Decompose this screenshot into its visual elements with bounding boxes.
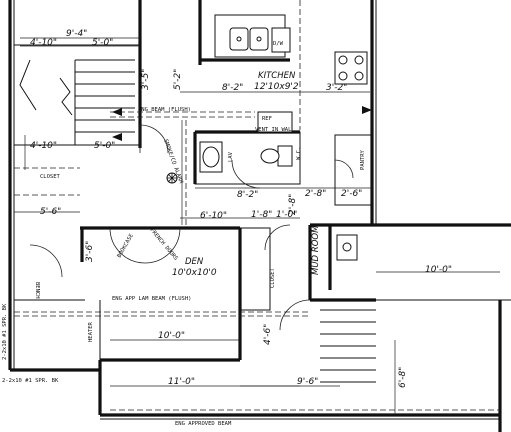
kitchen-fixtures	[214, 14, 368, 133]
ref-label: REF	[262, 116, 272, 122]
pantry-box	[334, 134, 373, 206]
lav-note: LAV	[228, 151, 234, 162]
dishwasher	[271, 27, 291, 53]
stair-arrow-icon	[112, 133, 122, 141]
door-swing-closet-right	[264, 224, 291, 251]
beams	[14, 0, 500, 411]
dim-6-10: 6'-10"	[200, 211, 227, 221]
bookcase-note: BOOKCASE	[117, 233, 135, 259]
dim-2-8a: 2'-8"	[305, 189, 326, 199]
dim-8-2-bot: 8'-2"	[237, 190, 258, 200]
dishwasher-label: D/W	[273, 41, 284, 47]
dim-5-2: 5'-2"	[173, 69, 183, 90]
spr-bk-bottom-note: 2-2x10 #1 SPR. BK	[2, 378, 59, 384]
dim-4-10-left: 4'-10"	[30, 141, 57, 151]
room-labels: KITCHEN 12'10x9'2 DEN 10'0x10'0 CLOSET C…	[40, 41, 366, 288]
range-icon	[334, 51, 368, 85]
dim-9-4: 9'-4"	[66, 29, 87, 39]
dim-1-8: 1'-8"	[251, 210, 272, 220]
note-labels: ENG BEAM (FLUSH) VENT IN WALL SMOKE/CO A…	[2, 107, 302, 427]
closet-label: CLOSET	[40, 174, 61, 180]
heater-note: HEATER	[88, 321, 94, 342]
door-swing-den-left	[109, 227, 146, 264]
pantry-label: PANTRY	[360, 149, 366, 170]
eng-approved-beam-note: ENG APPROVED BEAM	[175, 421, 232, 427]
door-swing-den-right	[144, 227, 181, 264]
dim-5-0-mid: 5'-0"	[94, 141, 115, 151]
kitchen-size: 12'10x9'2	[254, 82, 299, 92]
vent-in-wall-note: VENT IN WALL	[255, 127, 295, 133]
dim-4-10-top: 4'-10"	[30, 38, 57, 48]
stair-break-line	[59, 77, 73, 116]
bath-fixtures	[199, 141, 293, 173]
dim-9-6: 9'-6"	[297, 377, 318, 387]
dim-6-8: 6'-8"	[398, 367, 408, 388]
lavatory-icon	[202, 146, 220, 168]
refrigerator	[257, 111, 293, 133]
closet-right-label: CLOSET	[270, 267, 276, 288]
door-swing-pantry	[334, 159, 354, 179]
den-label: DEN	[185, 257, 204, 267]
door-swing-closet	[29, 244, 63, 278]
walls	[8, 0, 511, 432]
dimension-labels: 9'-4" 4'-10" 5'-0" 3'-5" 5'-2" 8'-2" 3'-…	[30, 29, 452, 388]
door-swing-stair	[139, 124, 169, 154]
dim-5-0-top: 5'-0"	[92, 38, 113, 48]
kitchen-label: KITCHEN	[258, 71, 296, 81]
dim-3-5: 3'-5"	[141, 69, 151, 90]
closet-right-box	[239, 227, 271, 311]
mud-room-label: MUD ROOM	[311, 225, 321, 275]
dim-4-6: 4'-6"	[263, 324, 273, 345]
dim-5-6: 5'-6"	[40, 207, 61, 217]
toilet-icon	[260, 148, 280, 164]
dim-3-2: 3'-2"	[326, 83, 347, 93]
den-size: 10'0x10'0	[172, 268, 217, 278]
smoke-alarm-icon	[166, 172, 178, 184]
door-swing-mud	[279, 299, 311, 331]
markers	[112, 106, 372, 141]
eng-app-lam-beam-note: ENG APP LAM BEAM (FLUSH)	[112, 296, 191, 302]
bench-note: BENCH	[34, 282, 40, 299]
beam-arrow-icon	[112, 108, 122, 116]
dim-3-6: 3'-6"	[85, 241, 95, 262]
wc-note: W.C.	[296, 147, 302, 160]
dim-11-0: 11'-0"	[168, 377, 195, 387]
french-doors-note: FRENCH DOORS	[148, 227, 178, 261]
eng-beam-flush-note: ENG BEAM (FLUSH)	[138, 107, 191, 113]
spr-bk-left-note: 2-2x10 #1 SPR. BK	[2, 303, 8, 360]
dimension-lines	[14, 37, 500, 415]
dim-8-2-top: 8'-2"	[222, 83, 243, 93]
dim-10-0-den: 10'-0"	[158, 331, 185, 341]
dim-2-8b: 2'-8"	[288, 194, 298, 215]
stairs-upper	[19, 59, 135, 145]
dim-10-0-right: 10'-0"	[425, 265, 452, 275]
toilet-tank	[277, 145, 293, 167]
dim-2-6: 2'-6"	[341, 189, 362, 199]
dim-1-0: 1'-0"	[276, 210, 297, 220]
stairs-lower	[320, 309, 376, 383]
